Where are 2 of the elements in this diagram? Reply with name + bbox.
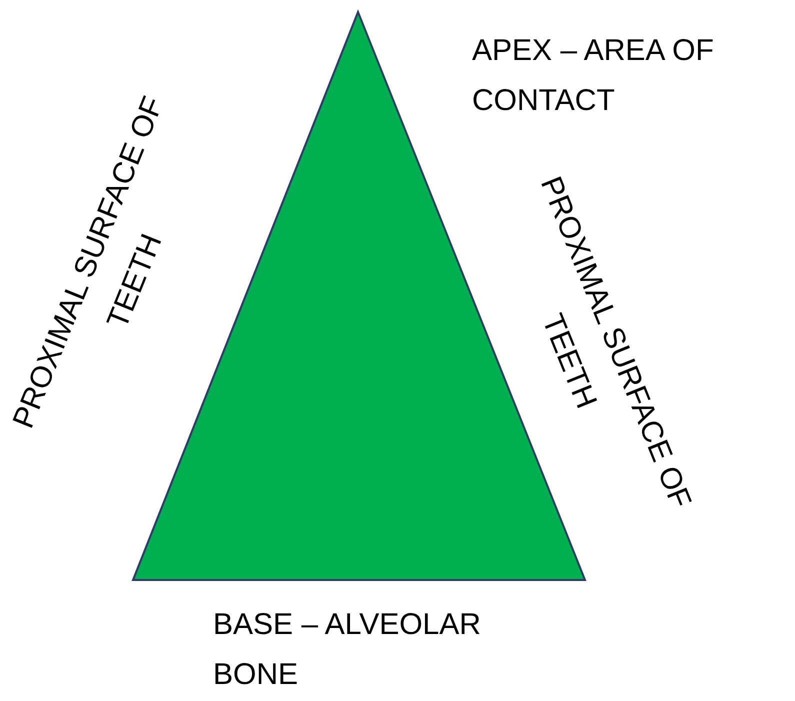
side-label: APEX – AREA OF CONTACT bbox=[472, 33, 715, 119]
side-label: BASE – ALVEOLAR BONE bbox=[213, 607, 482, 693]
